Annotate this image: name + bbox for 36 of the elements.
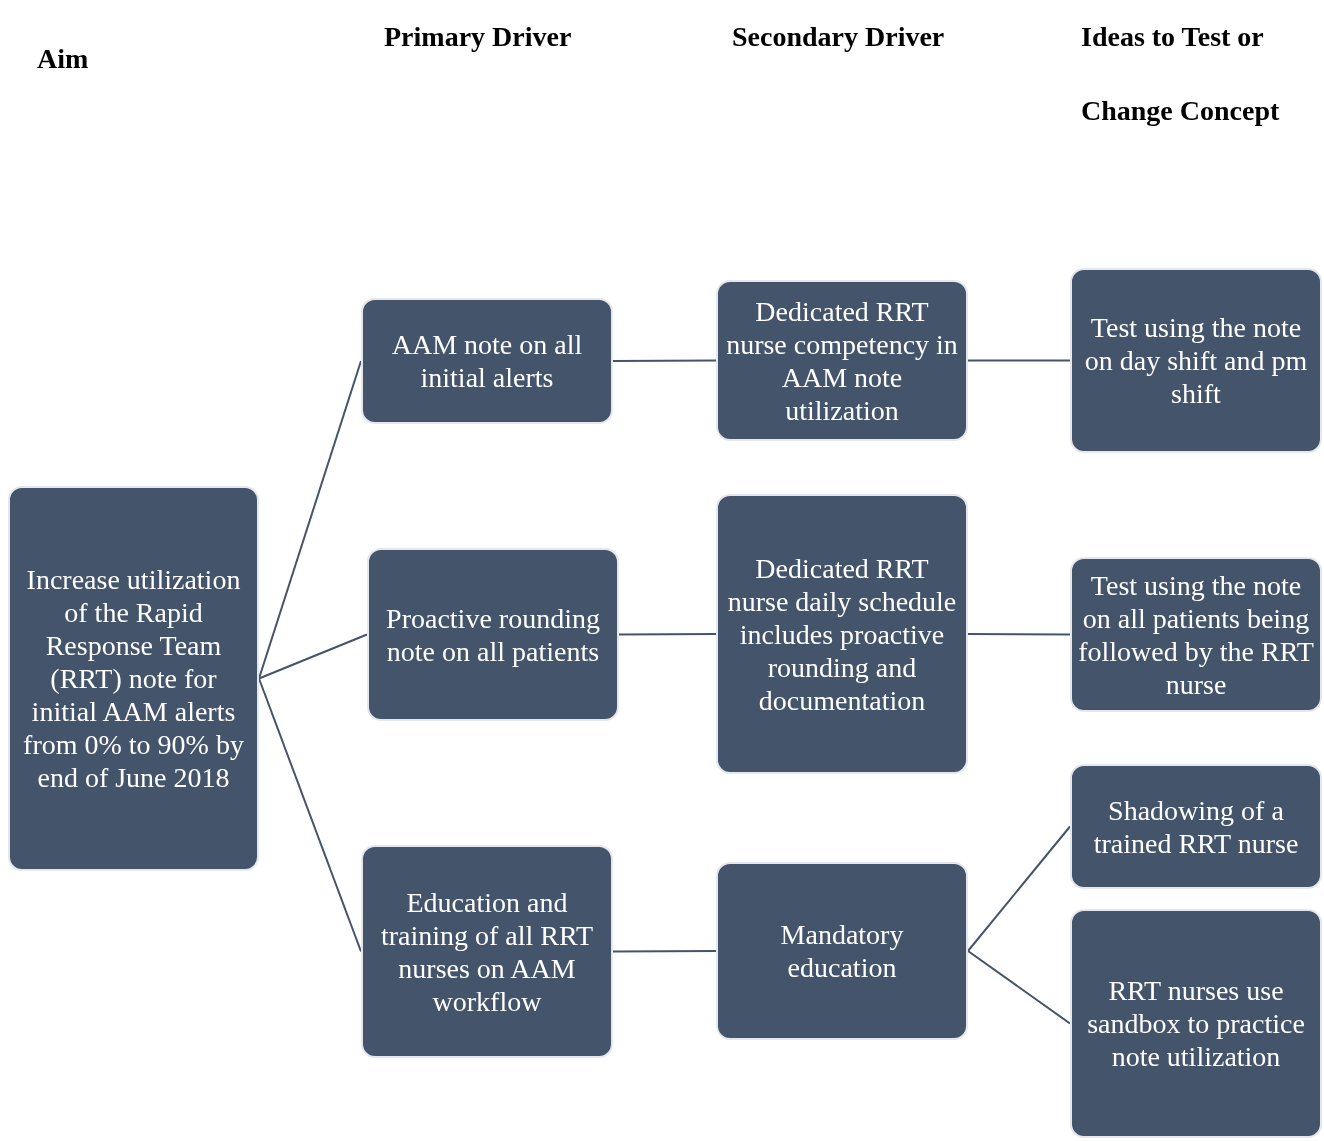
driver-box <box>1070 268 1322 453</box>
driver-box <box>367 548 619 721</box>
connector-line <box>258 677 362 953</box>
connector-line <box>612 359 717 362</box>
connector-line <box>967 633 1071 636</box>
box-text: Mandatory education <box>779 918 905 984</box>
driver-box <box>1070 909 1322 1138</box>
box-text: AAM note on all initial alerts <box>390 328 584 394</box>
connector-line <box>258 633 368 680</box>
box-text: Proactive rounding note on all patients <box>385 601 601 668</box>
box-text: Increase utilization of the Rapid Response Team (RRT) note for initial AAM alerts from 0% to 90% by end of June 2018 <box>22 563 245 794</box>
driver-box <box>1070 557 1322 712</box>
driver-box <box>1070 764 1322 889</box>
column-heading: Aim <box>37 42 90 76</box>
driver-box <box>716 862 968 1040</box>
connector-line <box>618 633 717 636</box>
column-heading: Ideas to Test or Change Concept <box>1081 20 1281 128</box>
column-heading: Primary Driver <box>384 20 573 54</box>
driver-box <box>716 280 968 441</box>
box-text: Shadowing of a trained RRT nurse <box>1092 793 1300 860</box>
column-heading: Secondary Driver <box>732 20 946 54</box>
box-text: Test using the note on all patients being followed by the RRT nurse <box>1078 568 1314 701</box>
driver-box <box>8 486 259 871</box>
box-text: RRT nurses use sandbox to practice note utilization <box>1086 974 1306 1073</box>
box-text: Education and training of all RRT nurses on AAM workflow <box>379 885 595 1018</box>
driver-box <box>716 494 968 774</box>
box-text: Dedicated RRT nurse competency in AAM note utilization <box>725 294 959 427</box>
connector-line <box>258 360 362 680</box>
driver-box <box>361 298 613 424</box>
driver-box <box>361 845 613 1058</box>
connector-line <box>967 950 1071 1025</box>
box-text: Test using the note on day shift and pm shift <box>1083 311 1309 410</box>
connector-line <box>612 950 717 953</box>
connector-line <box>967 825 1071 952</box>
connector-line <box>967 359 1071 362</box>
box-text: Dedicated RRT nurse daily schedule includes proactive rounding and documentation <box>726 551 958 717</box>
